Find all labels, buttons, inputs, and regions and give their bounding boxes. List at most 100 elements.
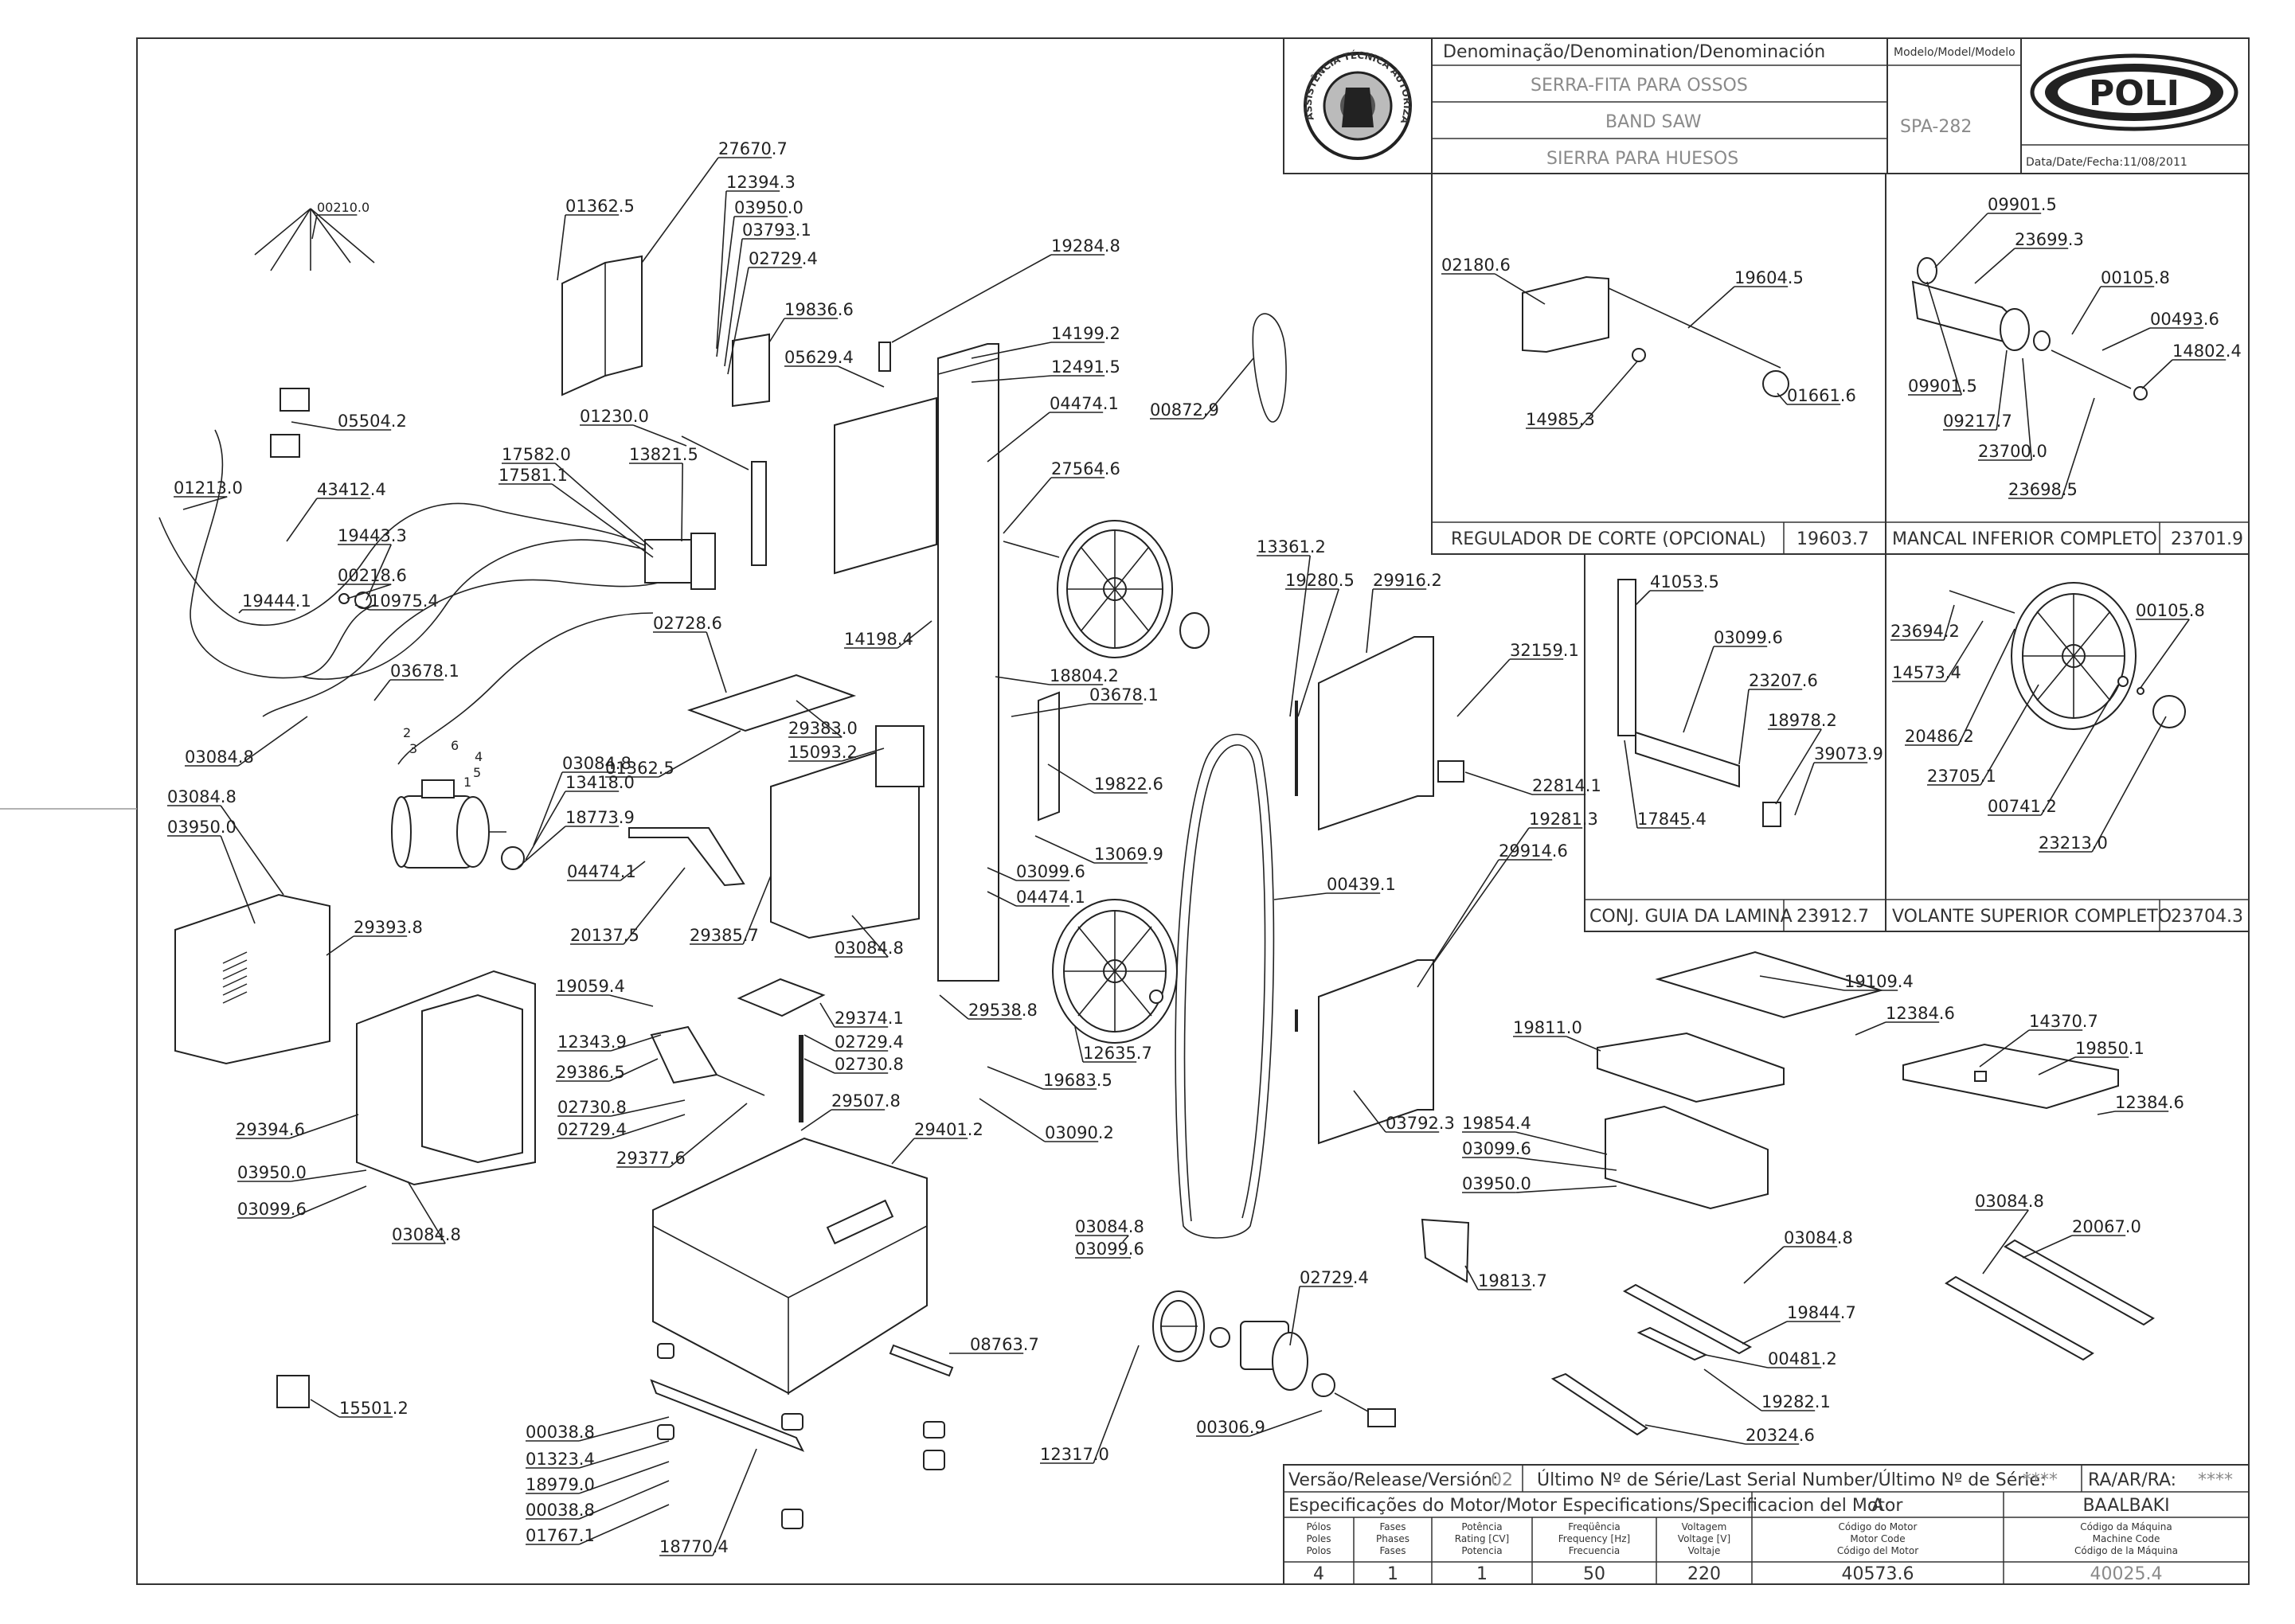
part-number-label: 29374.1 — [835, 1009, 904, 1028]
leader-line — [1996, 349, 2008, 431]
leader-line — [1624, 740, 1638, 829]
leader-line — [220, 835, 256, 924]
part-number-label: 19822.6 — [1094, 775, 1163, 794]
leader-line — [286, 498, 318, 542]
part-number-label: 05504.2 — [338, 412, 407, 431]
arm-20137 — [628, 827, 745, 887]
rod-19604 — [1608, 287, 1781, 369]
ball-01661 — [1762, 370, 1789, 397]
leader-line — [578, 1416, 670, 1442]
leader-line — [1456, 658, 1511, 717]
leader-line — [891, 1138, 915, 1165]
part-number-label: 03793.1 — [742, 221, 811, 240]
leader-line — [1273, 892, 1327, 900]
part-number-label: 01230.0 — [580, 407, 649, 426]
svg-text:50: 50 — [1583, 1564, 1605, 1584]
leader-line — [1644, 1424, 1746, 1445]
rail-20067a — [2004, 1239, 2155, 1326]
part-number-label: 19281.3 — [1529, 810, 1598, 829]
part-number-label: 02730.8 — [557, 1098, 627, 1117]
part-number-label: 04474.1 — [1050, 394, 1119, 413]
shaft-23694 — [1949, 590, 2015, 614]
part-number-label: 03678.1 — [1089, 685, 1159, 705]
plate-19836 — [732, 333, 770, 408]
knob-14985 — [1632, 348, 1646, 362]
svg-text:Código del Motor: Código del Motor — [1837, 1545, 1918, 1556]
part-number-label: 01213.0 — [174, 478, 243, 498]
ra-label: RA/AR/RA: — [2088, 1470, 2176, 1490]
svg-text:1: 1 — [1476, 1564, 1488, 1584]
leader-line — [1982, 1209, 2029, 1275]
part-number-label: 19282.1 — [1761, 1392, 1831, 1411]
part-number-label: 23705.1 — [1927, 767, 1996, 786]
motor-col-a: A — [1871, 1496, 1883, 1516]
wire-number-6: 6 — [451, 738, 459, 753]
leader-line — [1515, 1185, 1617, 1193]
leader-line — [1034, 835, 1095, 864]
name-en: BAND SAW — [1605, 112, 1702, 132]
part-number-label: 09901.5 — [1988, 195, 2057, 214]
svg-text:Fases: Fases — [1379, 1545, 1406, 1556]
leader-line — [608, 1058, 659, 1082]
svg-text:40025.4: 40025.4 — [2090, 1564, 2163, 1584]
leader-line — [1759, 975, 1845, 991]
part-number-label: 17582.0 — [502, 445, 571, 464]
svg-text:Pólos: Pólos — [1306, 1521, 1331, 1532]
part-number-label: 04474.1 — [1016, 888, 1085, 907]
rod-29377 — [716, 1074, 765, 1096]
label-tag-part — [270, 434, 300, 458]
part-number-label: 03950.0 — [237, 1163, 307, 1182]
svg-text:Poles: Poles — [1306, 1533, 1331, 1544]
part-number-label: 00481.2 — [1768, 1349, 1837, 1368]
part-number-label: 14985.3 — [1526, 410, 1595, 429]
leader-line — [841, 748, 885, 762]
authorized-service-stamp: ASSISTÊNCIA TÉCNICA AUTORIZADA — [0, 0, 1413, 160]
bracket-29386 — [650, 1025, 718, 1084]
leader-line — [2061, 397, 2095, 499]
lower-pulley — [1152, 1290, 1396, 1427]
part-number-label: 14370.7 — [2029, 1012, 2098, 1031]
leader-line — [987, 867, 1017, 881]
leader-line — [987, 891, 1017, 907]
svg-text:Polos: Polos — [1306, 1545, 1331, 1556]
leader-line — [1578, 361, 1638, 429]
svg-text:220: 220 — [1687, 1564, 1721, 1584]
part-number-label: 02729.4 — [557, 1120, 627, 1139]
part-number-label: 14198.4 — [844, 630, 913, 649]
svg-text:Código de la Máquina: Código de la Máquina — [2074, 1545, 2178, 1556]
part-number-label: 13418.0 — [565, 773, 635, 792]
leader-line — [288, 1114, 359, 1139]
leader-line — [2140, 619, 2190, 689]
wire-number-3: 3 — [409, 741, 417, 756]
leader-line — [1957, 628, 2015, 746]
leader-line — [517, 826, 566, 869]
part-number-label: 29385.7 — [690, 926, 759, 945]
part-number-label: 00038.8 — [526, 1423, 595, 1442]
part-number-label: 03084.8 — [167, 787, 237, 806]
part-number-label: 02729.4 — [749, 249, 818, 268]
part-number-label: 00105.8 — [2136, 601, 2205, 620]
part-number-label: 23207.6 — [1749, 671, 1818, 690]
leader-line — [1945, 620, 1984, 682]
name-pt: SERRA-FITA PARA OSSOS — [1531, 76, 1748, 96]
leader-line — [800, 1109, 832, 1131]
leader-line — [346, 584, 392, 599]
leader-line — [641, 157, 719, 264]
lower-door-29914 — [1318, 959, 1434, 1145]
slide-rail — [751, 461, 767, 566]
leader-line — [623, 867, 686, 945]
part-number-label: 23700.0 — [1978, 442, 2047, 461]
leader-line — [2101, 327, 2151, 351]
leader-line — [578, 1504, 670, 1545]
poli-logo: POLI — [2030, 53, 2238, 131]
part-number-label: 29377.6 — [616, 1149, 686, 1168]
part-number-label: 29394.6 — [236, 1120, 305, 1139]
leader-line — [551, 483, 654, 558]
leader-line — [727, 267, 749, 375]
leader-line — [851, 915, 889, 958]
part-number-label: 08763.7 — [970, 1335, 1039, 1354]
leader-line — [620, 861, 646, 881]
part-number-label: 20324.6 — [1746, 1426, 1815, 1445]
leader-line — [311, 214, 318, 240]
leader-line — [1515, 1157, 1617, 1171]
